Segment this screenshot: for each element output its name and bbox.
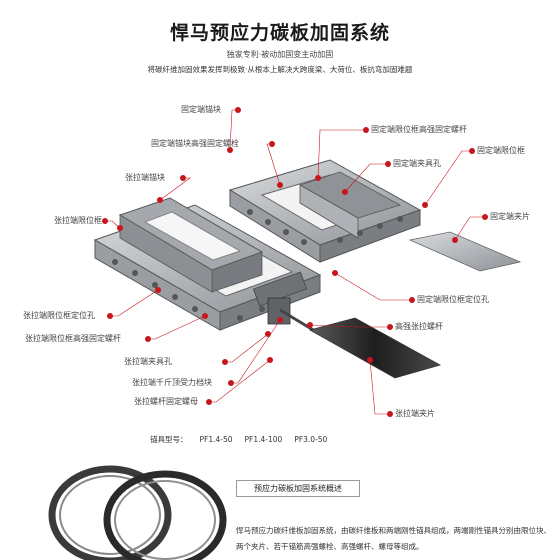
fixed-clamp-plate	[408, 231, 522, 272]
label-high-strength-rod: 高强张拉螺杆	[395, 322, 443, 331]
summary-text: 悍马预应力碳纤维板加固系统，由碳纤维板和两端刚性锚具组成，两端刚性锚具分别由限位…	[236, 526, 551, 551]
label-fixed-frame-bolt: 固定端限位框高强固定螺杆	[371, 125, 467, 134]
page-title: 悍马预应力碳板加固系统	[169, 22, 390, 44]
fixed-end-assembly	[228, 159, 422, 263]
models-label: 锚具型号：	[150, 435, 188, 444]
label-fixed-anchor-bolt: 固定端锚块高强固定螺栓	[151, 139, 239, 148]
label-tension-frame-hole: 张拉端限位框定位孔	[23, 311, 95, 320]
label-tension-anchor-block: 张拉端锚块	[125, 173, 165, 182]
tension-end-assembly	[93, 197, 322, 336]
label-tension-clamp-hole: 张拉端夹具孔	[124, 357, 172, 366]
label-fixed-clamp-hole: 固定端夹具孔	[393, 159, 441, 168]
model-item: PF1.4-100	[244, 435, 283, 444]
label-tension-frame-bolt: 张拉端限位框高强固定螺杆	[25, 334, 121, 343]
label-fixed-clamp-plate: 固定端夹片	[490, 212, 530, 221]
page-subtitle: 独家专利·被动加固变主动加固	[226, 50, 334, 59]
label-rod-nut: 张拉螺杆固定螺母	[134, 397, 198, 406]
label-tension-limit-frame: 张拉端限位框	[54, 216, 102, 225]
label-fixed-limit-frame: 固定端限位框	[477, 146, 525, 155]
label-tension-clamp-plate: 张拉端夹片	[395, 409, 435, 418]
model-item: PF1.4-50	[199, 435, 233, 444]
label-fixed-anchor-block: 固定端锚块	[181, 105, 221, 114]
page-tagline: 将碳纤维加固效果发挥到极致·从根本上解决大跨度梁、大荷位、板抗弯加固难题	[147, 65, 413, 74]
label-fixed-frame-hole: 固定端限位框定位孔	[417, 295, 489, 304]
anchor-models: 锚具型号： PF1.4-50 PF1.4-100 PF3.0-50	[150, 434, 339, 445]
model-item: PF3.0-50	[294, 435, 328, 444]
tension-clamp-plate	[308, 317, 442, 379]
summary-heading: 预应力碳板加固系统概述	[236, 480, 360, 497]
carbon-plate-roll	[48, 465, 227, 560]
callout-markers	[102, 107, 488, 417]
label-jack-block: 张拉端千斤顶受力档块	[132, 378, 212, 387]
